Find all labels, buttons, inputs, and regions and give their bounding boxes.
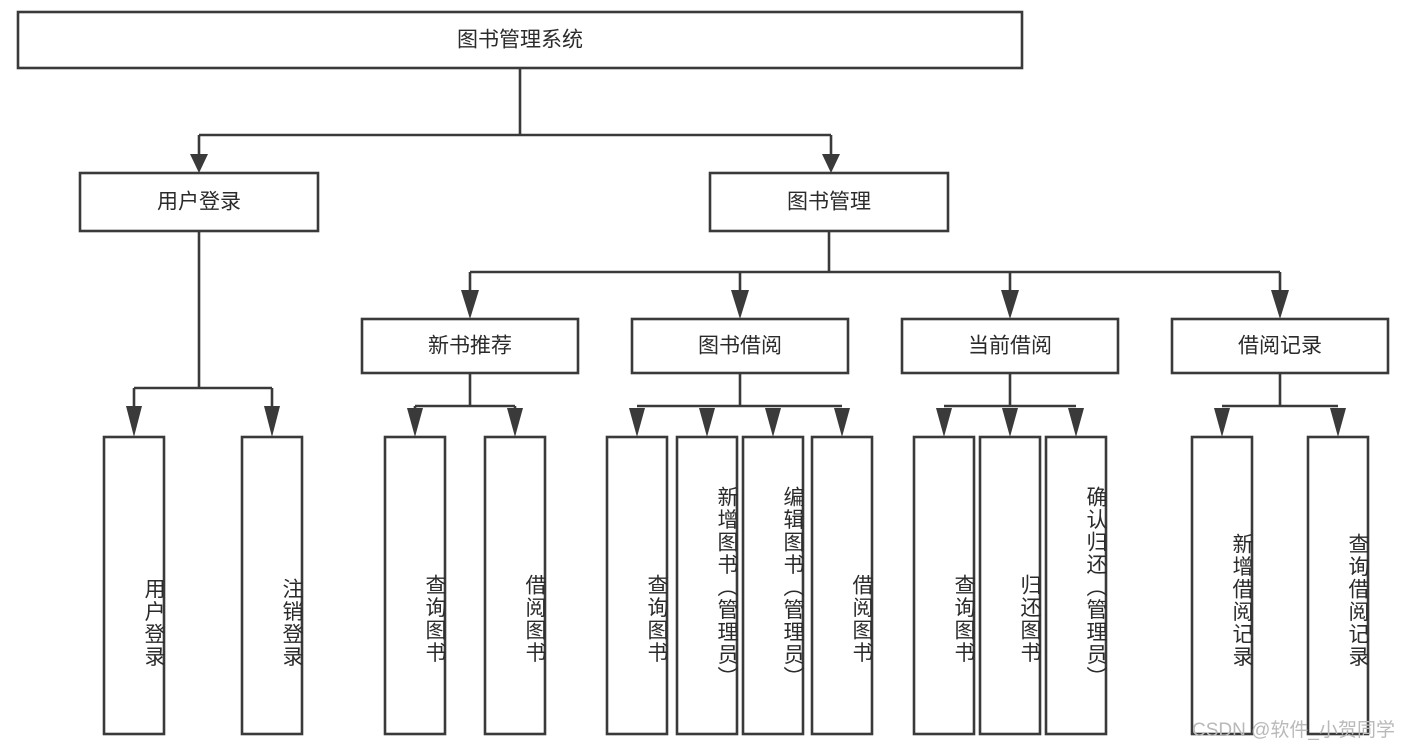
node-book-borrow[interactable]: 图书借阅 — [630, 317, 850, 375]
arrow-head-l3-1 — [461, 290, 479, 319]
arrow-head-cb-1 — [936, 408, 952, 437]
connector-book-borrow-to-leaves — [629, 373, 850, 437]
arrow-head-br-1 — [1214, 408, 1230, 437]
leaf-box-user-login-1[interactable] — [102, 435, 166, 736]
connector-new-book-recommend-to-leaves — [407, 373, 523, 437]
connector-borrow-record-to-leaves — [1214, 373, 1346, 437]
connector-book-management-to-level3 — [461, 231, 1289, 319]
node-borrow-record-box[interactable] — [1170, 317, 1390, 375]
arrow-head-l3-2 — [731, 290, 749, 319]
node-book-management[interactable]: 图书管理 — [708, 171, 950, 233]
node-borrow-record[interactable]: 借阅记录 — [1170, 317, 1390, 375]
arrow-head-cb-3 — [1068, 408, 1084, 437]
connector-current-borrow-to-leaves — [936, 373, 1084, 437]
leaf-box-new-book-recommend-2[interactable] — [483, 435, 547, 736]
arrow-head-ul-2 — [264, 406, 280, 437]
leaf-box-book-borrow-1[interactable] — [605, 435, 669, 736]
node-current-borrow-label: 当前借阅 — [968, 335, 1052, 358]
arrow-head-user-login — [190, 154, 208, 173]
leaf-box-borrow-record-1[interactable] — [1190, 435, 1254, 736]
arrow-head-book-manage — [822, 154, 840, 173]
arrow-head-nbr-2 — [507, 408, 523, 437]
connector-root-to-level2 — [190, 68, 840, 173]
leaf-box-book-borrow-4[interactable] — [810, 435, 874, 736]
arrow-head-bb-2 — [699, 408, 715, 437]
node-new-book-recommend-box[interactable] — [360, 317, 580, 375]
node-book-borrow-label: 图书借阅 — [698, 335, 782, 358]
arrow-head-l3-3 — [1001, 290, 1019, 319]
node-book-borrow-box[interactable] — [630, 317, 850, 375]
arrow-head-bb-1 — [629, 408, 645, 437]
node-root-label: 图书管理系统 — [457, 29, 583, 52]
node-new-book-recommend-label: 新书推荐 — [428, 335, 512, 358]
node-current-borrow-box[interactable] — [900, 317, 1120, 375]
node-new-book-recommend[interactable]: 新书推荐 — [360, 317, 580, 375]
arrow-head-bb-4 — [834, 408, 850, 437]
arrow-head-bb-3 — [765, 408, 781, 437]
arrow-head-ul-1 — [126, 406, 142, 437]
leaf-box-book-borrow-2[interactable] — [675, 435, 739, 736]
node-current-borrow[interactable]: 当前借阅 — [900, 317, 1120, 375]
node-root[interactable]: 图书管理系统 — [16, 10, 1024, 70]
arrow-head-l3-4 — [1271, 290, 1289, 319]
node-user-login[interactable]: 用户登录 — [78, 171, 320, 233]
leaf-box-book-borrow-3[interactable] — [741, 435, 805, 736]
node-user-login-label: 用户登录 — [157, 191, 241, 214]
leaf-box-borrow-record-2[interactable] — [1306, 435, 1370, 736]
arrow-head-nbr-1 — [407, 408, 423, 437]
arrow-head-br-2 — [1330, 408, 1346, 437]
node-book-management-box[interactable] — [708, 171, 950, 233]
leaf-box-current-borrow-1[interactable] — [912, 435, 976, 736]
leaf-box-current-borrow-2[interactable] — [978, 435, 1042, 736]
watermark-text: CSDN @软件_小贺同学 — [1192, 720, 1395, 741]
leaf-box-current-borrow-3[interactable] — [1044, 435, 1108, 736]
node-book-management-label: 图书管理 — [787, 191, 871, 214]
node-borrow-record-label: 借阅记录 — [1238, 335, 1322, 358]
connector-user-login-to-leaves — [126, 231, 280, 437]
leaf-box-user-login-2[interactable] — [240, 435, 304, 736]
arrow-head-cb-2 — [1002, 408, 1018, 437]
node-root-box[interactable] — [16, 10, 1024, 70]
leaf-box-new-book-recommend-1[interactable] — [383, 435, 447, 736]
